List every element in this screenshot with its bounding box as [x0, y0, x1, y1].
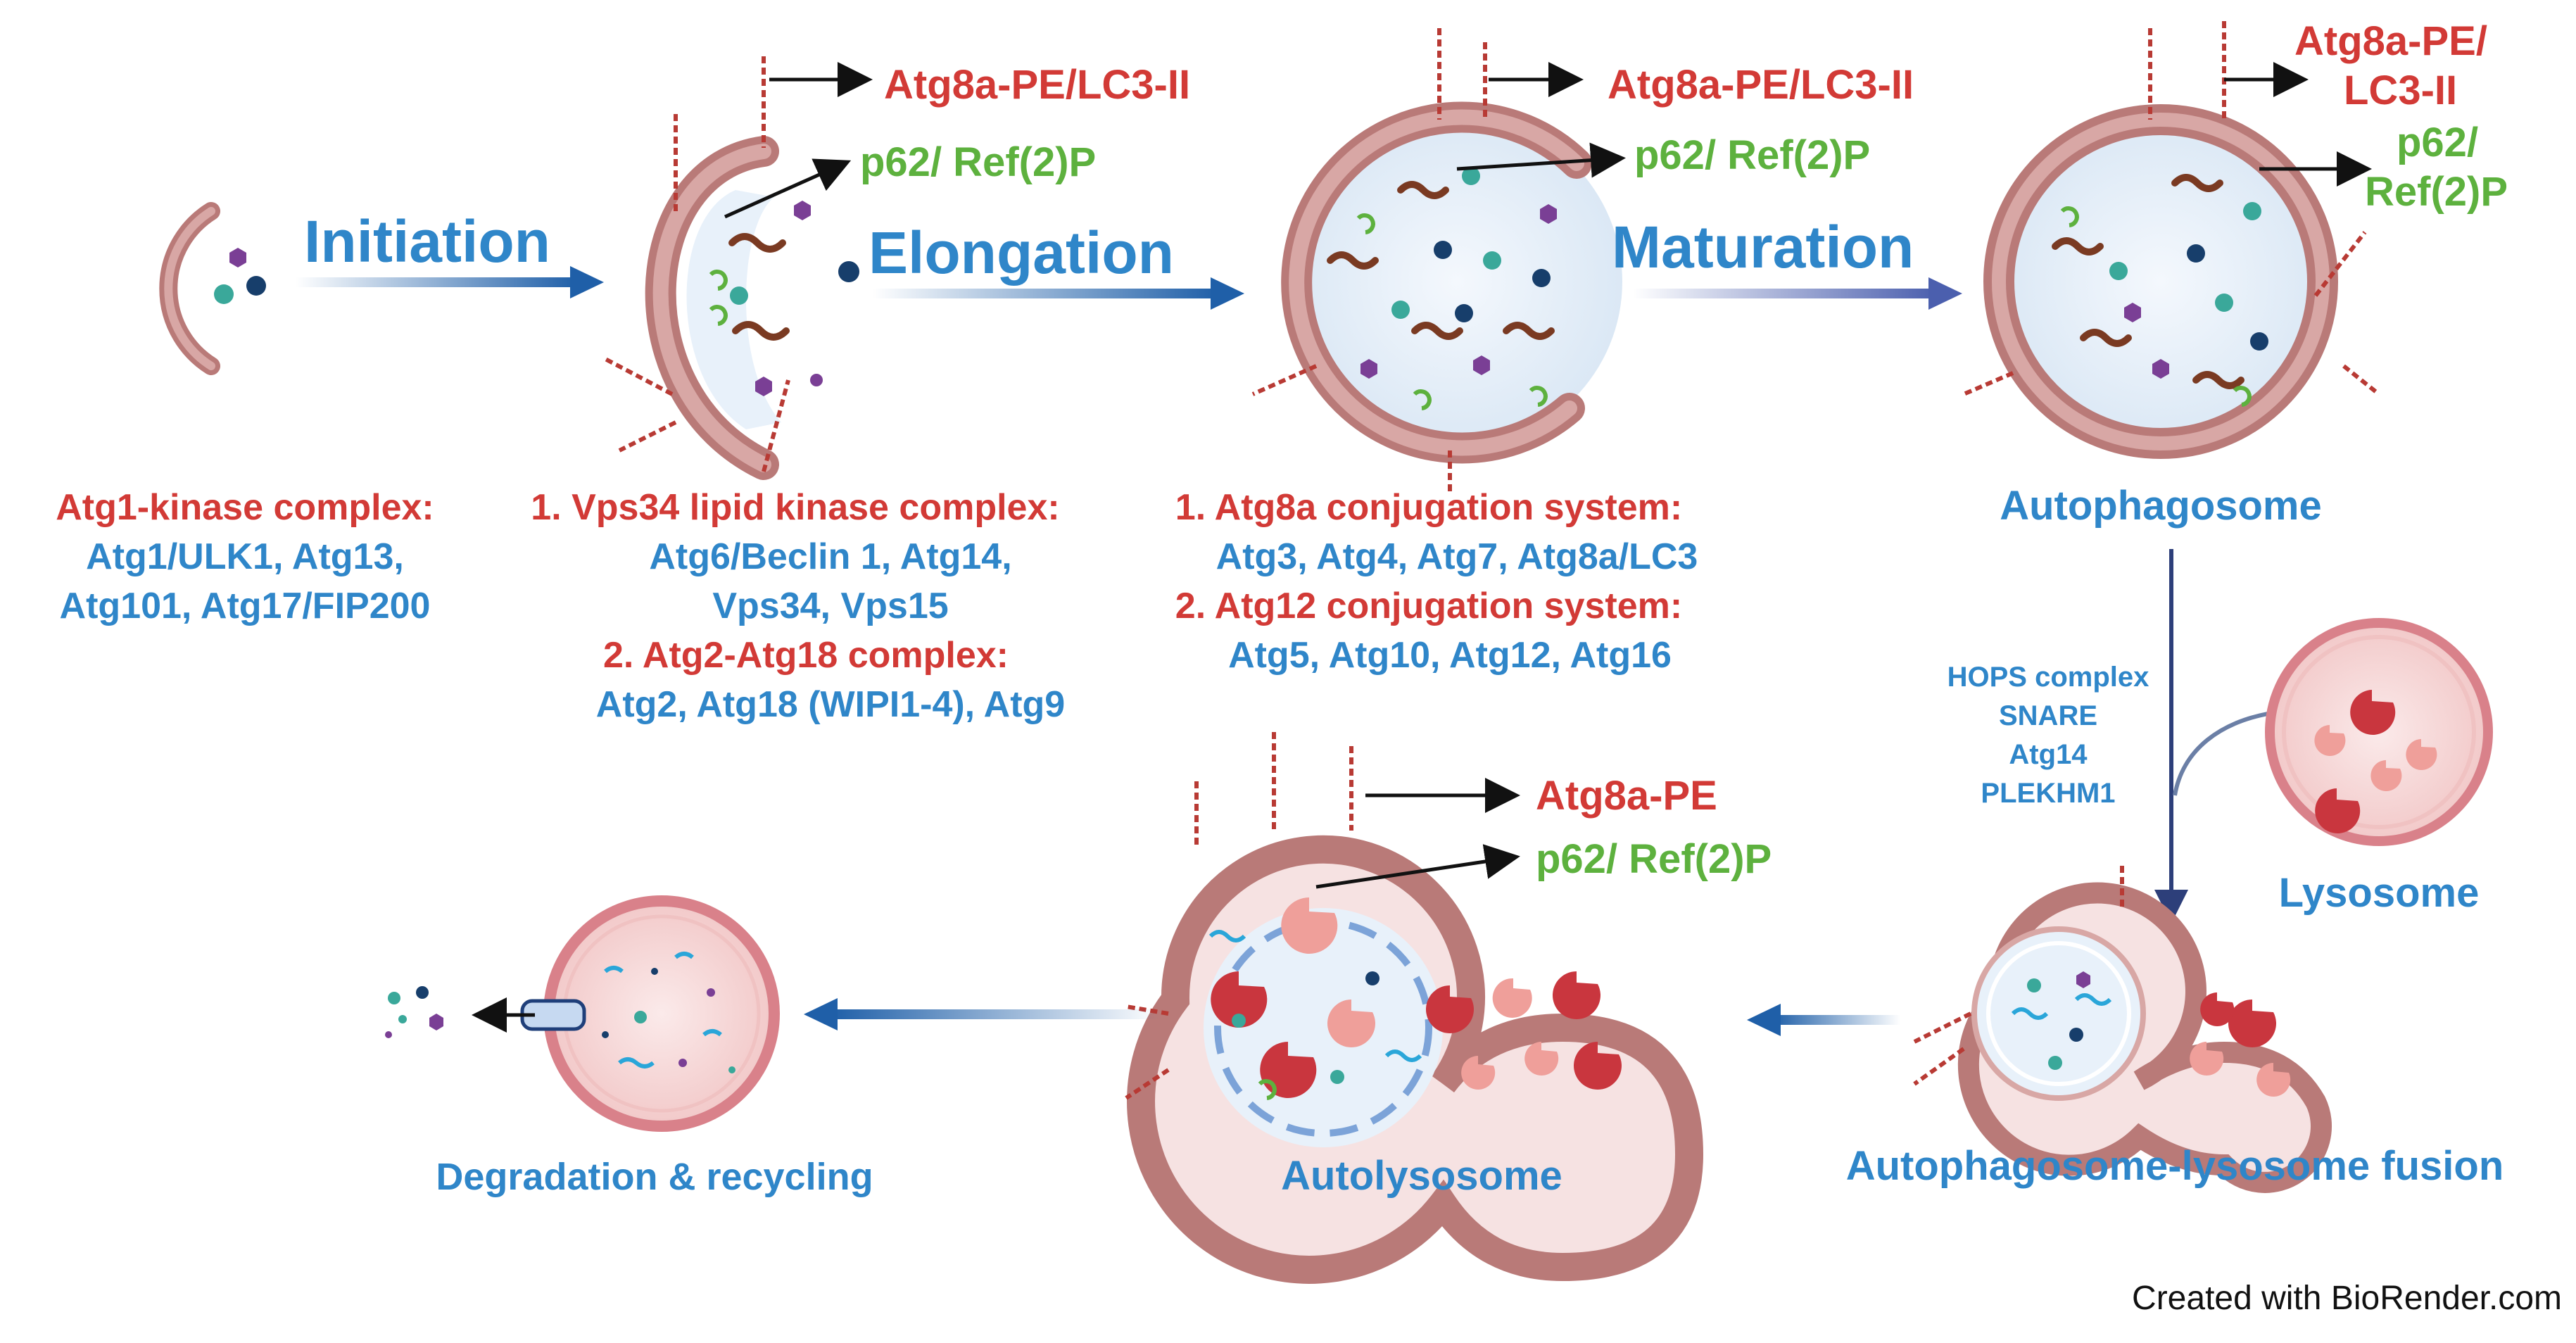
svg-text:HOPS complex: HOPS complex — [1947, 662, 2149, 693]
fusion-factors: HOPS complex SNARE Atg14 PLEKHM1 — [1947, 662, 2149, 809]
cargo-dot — [214, 284, 234, 304]
autophagosome-label: Autophagosome — [2000, 483, 2322, 529]
p62-label: p62/ Ref(2)P — [860, 139, 1096, 185]
p62-label-line2: Ref(2)P — [2365, 169, 2508, 215]
atg1-kinase-complex: Atg1-kinase complex: Atg1/ULK1, Atg13, A… — [56, 487, 434, 626]
svg-text:Atg1-kinase complex:: Atg1-kinase complex: — [56, 487, 434, 528]
lc3-stick — [1913, 866, 2124, 1086]
lc3-stick — [1962, 21, 2380, 396]
maturation-arrow — [1633, 277, 1962, 310]
p62-arrow — [1456, 142, 1626, 178]
autolysosome-label: Autolysosome — [1281, 1153, 1562, 1199]
svg-text:Atg5, Atg10, Atg12, Atg16: Atg5, Atg10, Atg12, Atg16 — [1228, 635, 1672, 676]
fusion-to-autolysosome-arrow — [1747, 1004, 1900, 1036]
initiation-label: Initiation — [304, 208, 550, 275]
hydrolase-icon — [2314, 725, 2346, 756]
phagophore — [159, 202, 266, 375]
hydrolase-icon — [2315, 788, 2361, 833]
autolysosome — [1127, 835, 1704, 1284]
lc3-label: Atg8a-PE/LC3-II — [884, 62, 1190, 108]
maturation-label: Maturation — [1612, 214, 1914, 280]
autophagosome — [1983, 104, 2338, 459]
p62-label: p62/ Ref(2)P — [1634, 132, 1870, 178]
degradation-label: Degradation & recycling — [436, 1156, 873, 1198]
svg-text:1. Vps34 lipid kinase complex: 1. Vps34 lipid kinase complex: — [531, 487, 1059, 528]
svg-text:1. Atg8a conjugation system:: 1. Atg8a conjugation system: — [1175, 487, 1682, 528]
lc3-stick — [1125, 732, 1353, 1100]
hydrolase-icon — [2370, 760, 2402, 791]
p62-label-line1: p62/ — [2397, 120, 2478, 165]
atg8a-pe-label: Atg8a-PE — [1536, 773, 1717, 819]
hydrolase-icon — [2350, 690, 2396, 735]
svg-text:2. Atg2-Atg18 complex:: 2. Atg2-Atg18 complex: — [603, 635, 1009, 676]
p62-arrow — [1315, 844, 1520, 889]
lc3-label-line2: LC3-II — [2344, 68, 2457, 113]
svg-text:PLEKHM1: PLEKHM1 — [1981, 778, 2115, 809]
fusion-label: Autophagosome-lysosome fusion — [1846, 1143, 2504, 1189]
conjugation-systems: 1. Atg8a conjugation system: Atg3, Atg4,… — [1175, 487, 1698, 676]
p62-label: p62/ Ref(2)P — [1536, 836, 1772, 882]
svg-text:2. Atg12 conjugation system:: 2. Atg12 conjugation system: — [1175, 586, 1682, 626]
svg-text:Atg1/ULK1, Atg13,: Atg1/ULK1, Atg13, — [86, 536, 404, 577]
svg-text:Vps34, Vps15: Vps34, Vps15 — [712, 586, 948, 626]
elongating-phagophore — [645, 136, 859, 480]
closing-phagophore — [1281, 101, 1622, 464]
hydrolase-icon — [2406, 739, 2437, 770]
svg-text:Atg101, Atg17/FIP200: Atg101, Atg17/FIP200 — [60, 586, 431, 626]
svg-text:Atg6/Beclin 1, Atg14,: Atg6/Beclin 1, Atg14, — [649, 536, 1011, 577]
lc3-label: Atg8a-PE/LC3-II — [1608, 62, 1914, 108]
fusion-structure — [1957, 882, 2332, 1193]
cargo-hexagon — [229, 248, 246, 267]
lysosome-join-curve — [2173, 709, 2288, 796]
cargo-dot — [246, 276, 266, 296]
svg-text:SNARE: SNARE — [1999, 700, 2097, 731]
recycled-products — [385, 986, 443, 1038]
autolysosome-to-degradation-arrow — [804, 998, 1161, 1030]
biorender-credit: Created with BioRender.com — [2132, 1280, 2562, 1317]
initiation-arrow — [296, 266, 604, 298]
vps34-complex: 1. Vps34 lipid kinase complex: Atg6/Becl… — [531, 487, 1065, 725]
lc3-label-line1: Atg8a-PE/ — [2294, 18, 2487, 64]
svg-text:Atg14: Atg14 — [2009, 739, 2088, 770]
svg-text:Atg2, Atg18 (WIPI1-4), Atg9: Atg2, Atg18 (WIPI1-4), Atg9 — [596, 684, 1065, 725]
svg-text:Atg3, Atg4, Atg7, Atg8a/LC3: Atg3, Atg4, Atg7, Atg8a/LC3 — [1216, 536, 1698, 577]
elongation-arrow — [873, 277, 1244, 310]
lc3-stick — [1251, 28, 1487, 493]
lc3-stick — [604, 56, 790, 472]
p62-arrow — [724, 158, 852, 219]
lysosome-label: Lysosome — [2279, 870, 2480, 916]
lysosome — [2265, 618, 2493, 846]
degradation-vesicle — [520, 895, 780, 1132]
elongation-label: Elongation — [869, 220, 1174, 286]
